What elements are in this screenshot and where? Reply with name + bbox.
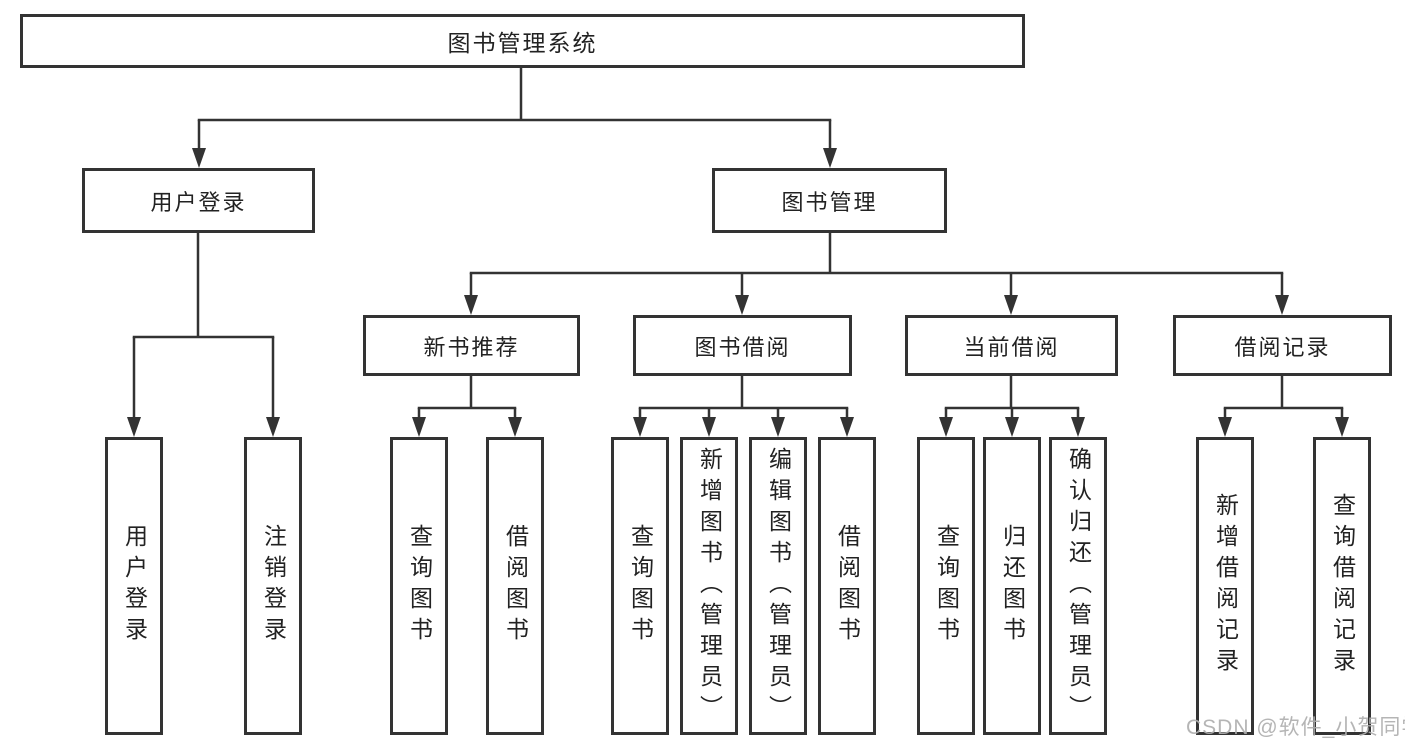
node-label: 用户登录: [150, 189, 247, 215]
node-add-books-admin: 新增图书（管理员）: [680, 437, 738, 735]
node-label: 查询图书: [406, 524, 433, 648]
node-new-book-recommendation: 新书推荐: [363, 315, 580, 376]
node-label: 注销登录: [260, 524, 287, 648]
node-add-borrow-record: 新增借阅记录: [1196, 437, 1254, 735]
node-label: 用户登录: [121, 524, 148, 648]
node-label: 借阅图书: [834, 524, 861, 648]
connector-book-management-children: [464, 233, 1289, 315]
node-borrowing-records: 借阅记录: [1173, 315, 1392, 376]
node-label: 借阅图书: [502, 524, 529, 648]
node-label: 查询图书: [627, 524, 654, 648]
node-book-management: 图书管理: [712, 168, 947, 233]
watermark: CSDN @软件_小贺同学: [1186, 716, 1405, 739]
node-label: 图书管理: [781, 189, 878, 215]
node-label: 查询借阅记录: [1329, 493, 1356, 679]
connector-root-to-level2: [192, 68, 837, 168]
connector-current-borrowing-children: [939, 376, 1085, 437]
node-borrow-books: 借阅图书: [818, 437, 876, 735]
node-library-management-system: 图书管理系统: [20, 14, 1025, 68]
node-label: 归还图书: [999, 524, 1026, 648]
node-return-books: 归还图书: [983, 437, 1041, 735]
node-user-login-leaf: 用户登录: [105, 437, 163, 735]
node-label: 新增图书（管理员）: [696, 446, 723, 726]
node-user-login: 用户登录: [82, 168, 315, 233]
node-logout: 注销登录: [244, 437, 302, 735]
connector-book-borrowing-children: [633, 376, 854, 437]
node-search-borrow-record: 查询借阅记录: [1313, 437, 1371, 735]
node-borrow-books: 借阅图书: [486, 437, 544, 735]
connector-user-login-children: [127, 233, 280, 437]
node-search-books: 查询图书: [390, 437, 448, 735]
connector-new-book-children: [412, 376, 522, 437]
node-label: 新书推荐: [423, 334, 520, 360]
node-confirm-return-admin: 确认归还（管理员）: [1049, 437, 1107, 735]
node-search-books: 查询图书: [917, 437, 975, 735]
node-current-borrowing: 当前借阅: [905, 315, 1118, 376]
connector-borrowing-records-children: [1218, 376, 1349, 437]
node-label: 当前借阅: [963, 334, 1060, 360]
node-label: 借阅记录: [1234, 334, 1331, 360]
node-search-books: 查询图书: [611, 437, 669, 735]
node-book-borrowing: 图书借阅: [633, 315, 852, 376]
node-label: 确认归还（管理员）: [1065, 446, 1092, 726]
node-label: 新增借阅记录: [1212, 493, 1239, 679]
node-label: 图书借阅: [694, 334, 791, 360]
node-edit-books-admin: 编辑图书（管理员）: [749, 437, 807, 735]
node-label: 编辑图书（管理员）: [765, 446, 792, 726]
node-label: 查询图书: [933, 524, 960, 648]
node-label: 图书管理系统: [447, 30, 598, 56]
